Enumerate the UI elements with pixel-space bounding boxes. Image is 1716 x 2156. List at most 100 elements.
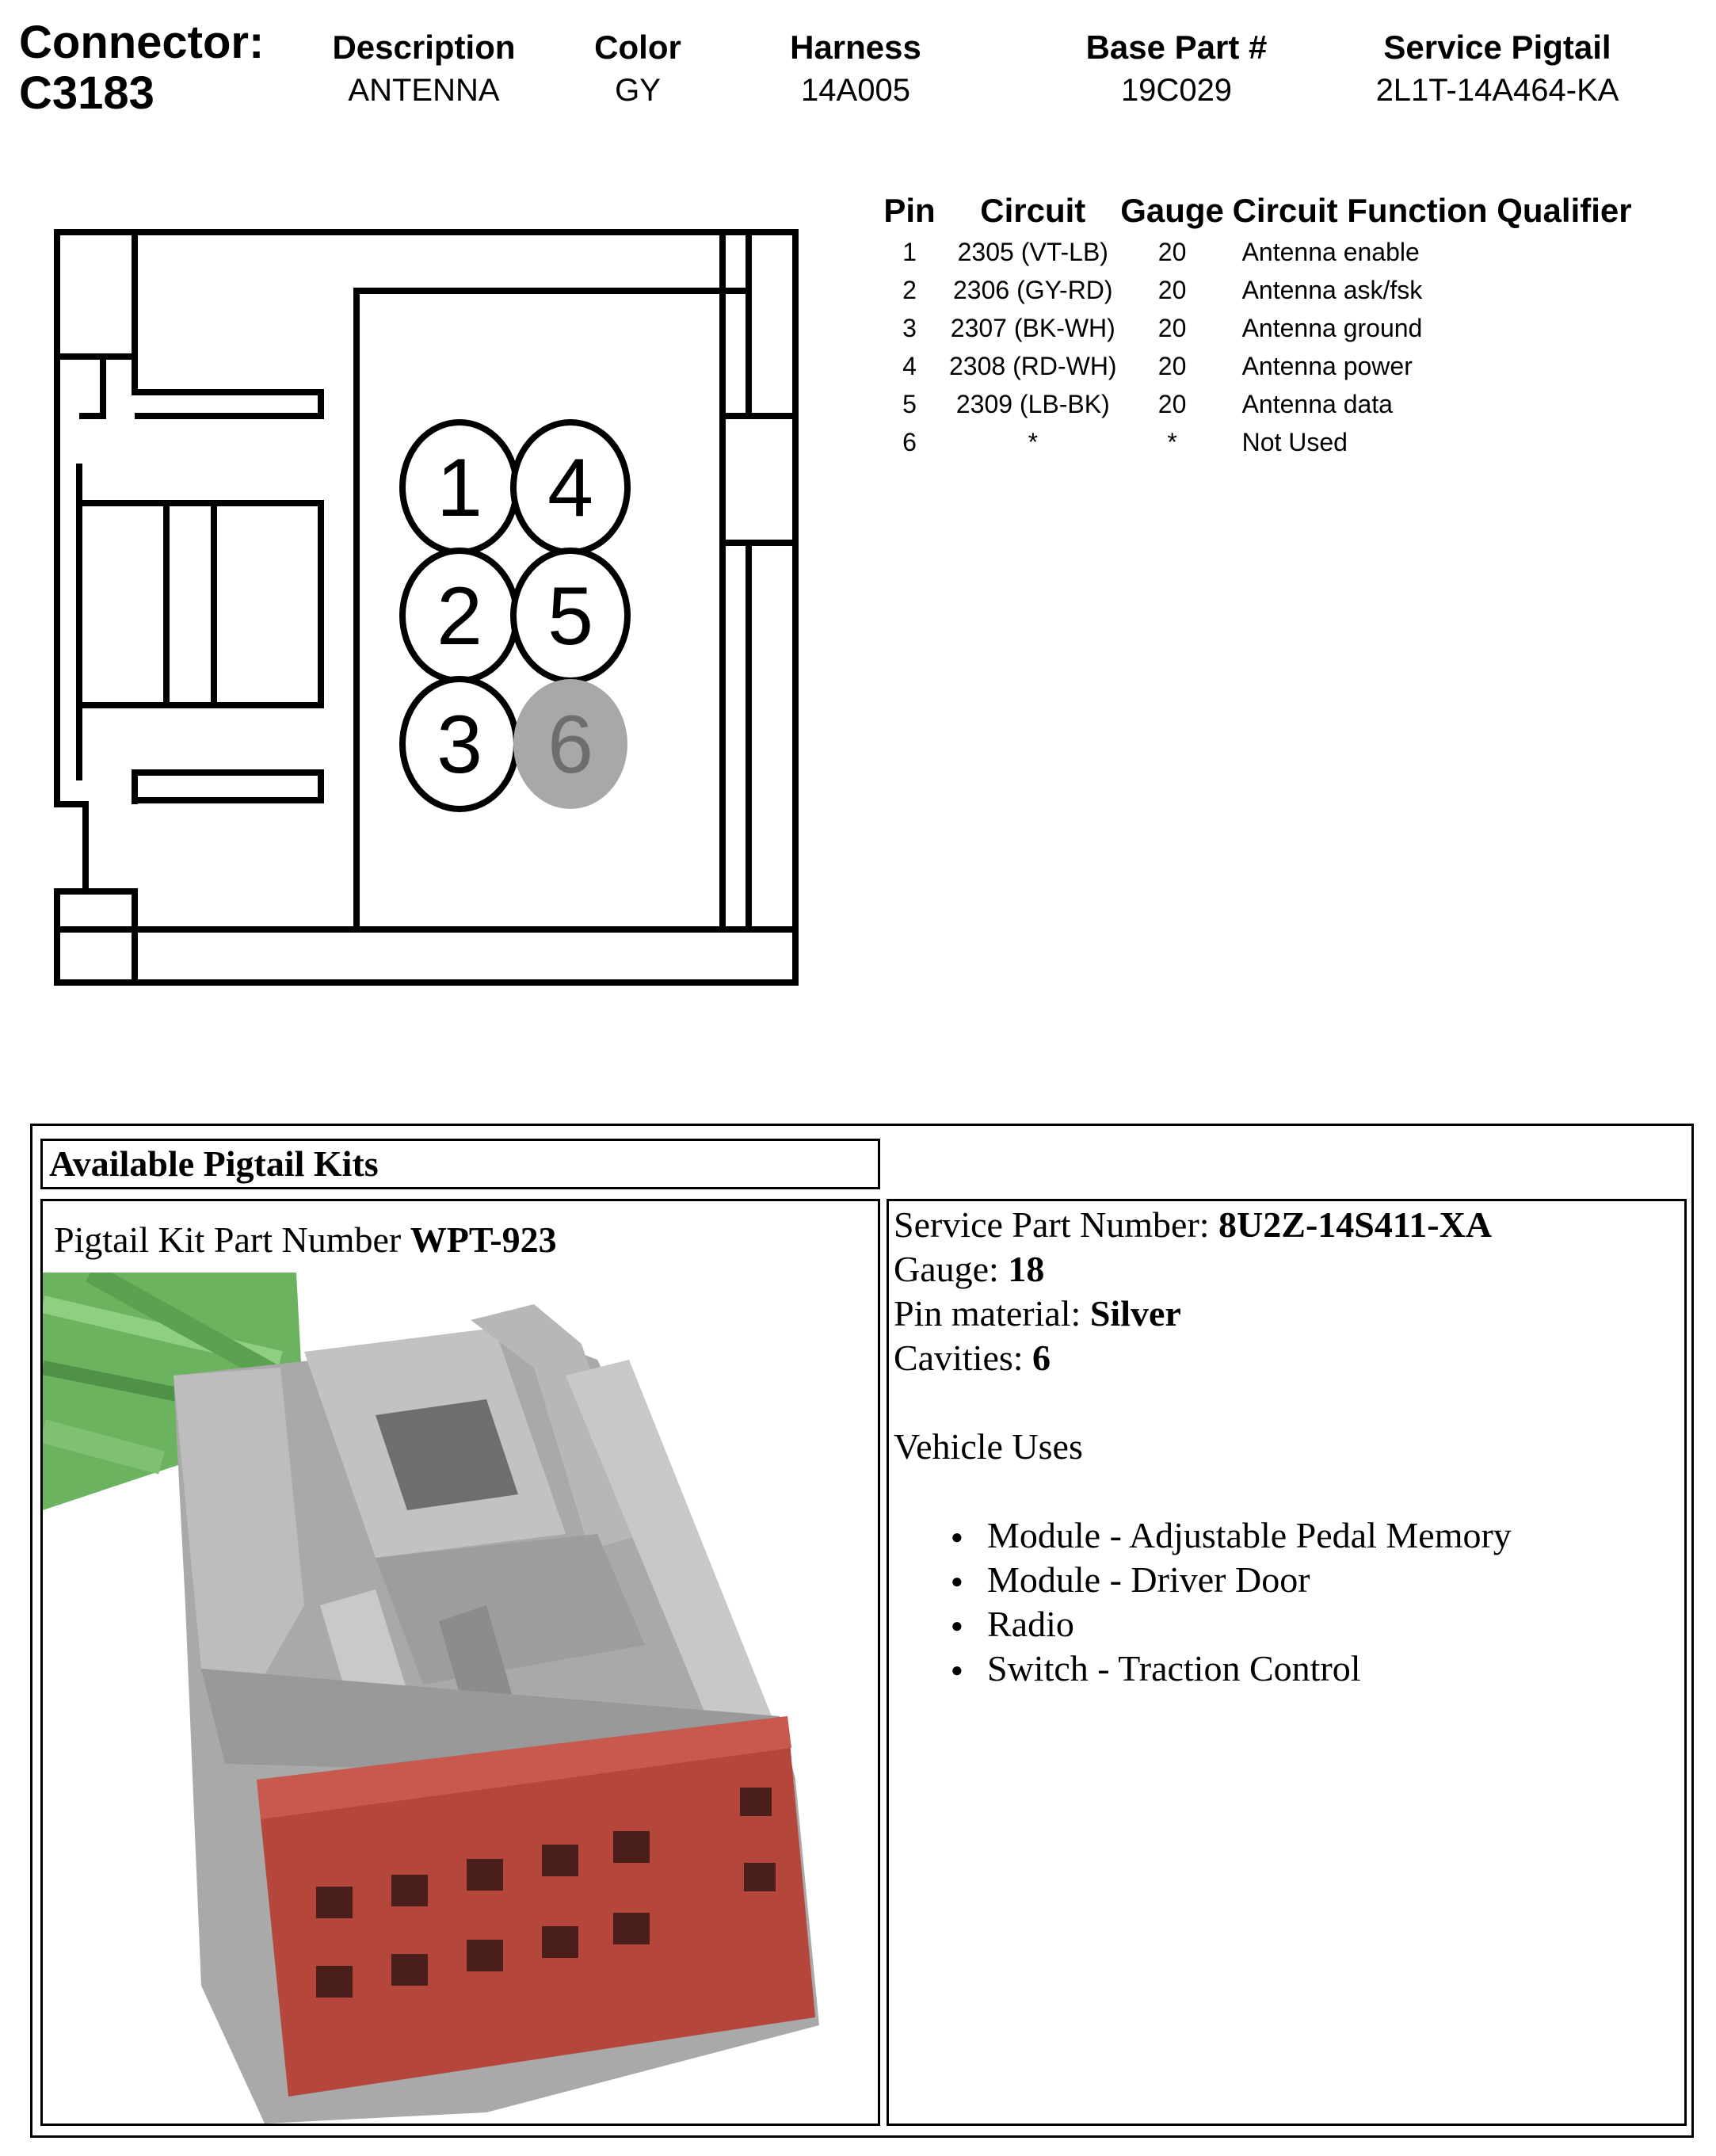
insert-cavity	[740, 1788, 772, 1816]
insert-cavity	[391, 1875, 428, 1906]
table-row: 3 2307 (BK-WH) 20 Antenna ground	[870, 309, 1632, 347]
header-value: 19C029	[1120, 73, 1233, 108]
list-item: Module - Driver Door	[951, 1558, 1684, 1604]
spec-cavities: Cavities: 6	[894, 1336, 1684, 1380]
cell-function: Antenna ground	[1241, 313, 1423, 342]
cell-pin: 2	[902, 275, 917, 304]
header-heading: Base Part #	[1085, 29, 1268, 66]
insert-cavity	[613, 1831, 650, 1863]
header-service-pigtail: Service Pigtail 2L1T-14A464-KA	[1347, 27, 1648, 113]
side-rail-box	[79, 500, 324, 708]
pigtail-kit-table: Available Pigtail Kits Pigtail Kit Part …	[30, 1124, 1694, 2138]
side-block-upper	[57, 353, 106, 419]
list-item: Radio	[951, 1602, 1684, 1648]
header-base-part: Base Part # 19C029	[1062, 27, 1291, 113]
header-harness: Harness 14A005	[768, 27, 943, 113]
spec-value: 18	[1008, 1249, 1045, 1289]
cell-pin: 1	[902, 237, 917, 266]
spec-gauge: Gauge: 18	[894, 1247, 1684, 1292]
col-circuit: Circuit	[980, 192, 1086, 229]
header-value: 2L1T-14A464-KA	[1375, 73, 1619, 108]
header-value: 14A005	[801, 73, 910, 108]
spec-value: 8U2Z-14S411-XA	[1218, 1204, 1493, 1245]
header-color: Color GY	[578, 27, 697, 113]
table-row: 2 2306 (GY-RD) 20 Antenna ask/fsk	[870, 271, 1632, 309]
insert-cavity	[316, 1887, 353, 1918]
kit-title: Available Pigtail Kits	[40, 1139, 880, 1189]
header-heading: Description	[332, 29, 516, 66]
pin-cavity-6	[513, 679, 627, 809]
insert-cavity	[613, 1913, 650, 1944]
cell-circuit: 2307 (BK-WH)	[950, 313, 1115, 342]
pin-number-4: 4	[547, 442, 593, 534]
cell-pin: 3	[902, 313, 917, 342]
table-row: 1 2305 (VT-LB) 20 Antenna enable	[870, 233, 1632, 271]
cell-gauge: 20	[1157, 313, 1187, 342]
col-pin: Pin	[883, 192, 936, 229]
cell-gauge: 20	[1157, 389, 1187, 418]
connector-insert	[257, 1716, 815, 2097]
insert-cavities	[316, 1788, 776, 1998]
spec-value: 6	[1032, 1337, 1051, 1378]
connector-label: Connector:	[19, 17, 265, 68]
latch-upper-arm	[132, 357, 324, 419]
table-row: 6 * * Not Used	[870, 423, 1632, 461]
cell-circuit: 2306 (GY-RD)	[953, 275, 1113, 304]
table-row: 5 2309 (LB-BK) 20 Antenna data	[870, 385, 1632, 423]
insert-cavity	[467, 1940, 503, 1971]
header-heading: Color	[594, 29, 681, 66]
spec-pin-material: Pin material: Silver	[894, 1292, 1684, 1336]
insert-cavity	[467, 1859, 503, 1891]
insert-cavity	[391, 1954, 428, 1986]
spec-value: Silver	[1089, 1293, 1181, 1334]
pin-table: Pin Circuit Gauge Circuit Function Quali…	[870, 189, 1632, 461]
pigtail-connector-photo	[43, 1273, 819, 2124]
cell-function: Antenna ask/fsk	[1241, 275, 1423, 304]
pin-table-header: Pin Circuit Gauge Circuit Function Quali…	[870, 189, 1632, 233]
spec-label: Gauge:	[894, 1249, 1009, 1289]
header-heading: Harness	[790, 29, 921, 66]
cell-gauge: 20	[1157, 351, 1187, 380]
cell-function: Antenna data	[1241, 389, 1393, 418]
kit-photo-cell: Pigtail Kit Part Number WPT-923	[40, 1199, 880, 2126]
pin-number-2: 2	[437, 570, 482, 662]
kit-part-number-value: WPT-923	[410, 1219, 557, 1260]
cell-function: Antenna power	[1241, 351, 1413, 380]
kit-part-number: Pigtail Kit Part Number WPT-923	[54, 1219, 557, 1261]
insert-cavity	[744, 1863, 776, 1891]
cell-gauge: 20	[1157, 275, 1187, 304]
insert-cavity	[542, 1845, 578, 1876]
header-value: ANTENNA	[348, 73, 500, 108]
vehicle-uses-title: Vehicle Uses	[894, 1426, 1083, 1467]
pin-number-3: 3	[437, 699, 482, 791]
side-rail-divider	[163, 503, 217, 705]
insert-cavity	[316, 1966, 353, 1998]
cell-circuit: 2308 (RD-WH)	[949, 351, 1117, 380]
spec-service-part-number: Service Part Number: 8U2Z-14S411-XA	[894, 1203, 1684, 1247]
cell-pin: 5	[902, 389, 917, 418]
spec-label: Pin material:	[894, 1293, 1090, 1334]
list-item: Switch - Traction Control	[951, 1647, 1684, 1692]
col-function: Circuit Function Qualifier	[1232, 192, 1632, 229]
kit-part-number-label: Pigtail Kit Part Number	[54, 1219, 410, 1260]
latch-lower-arm	[132, 769, 324, 804]
cell-pin: 4	[902, 351, 917, 380]
cell-function: Antenna enable	[1241, 237, 1420, 266]
cell-gauge: *	[1167, 427, 1177, 456]
cell-circuit: *	[1028, 427, 1039, 456]
header-description: Description ANTENNA	[325, 27, 523, 113]
pin-number-1: 1	[437, 442, 482, 534]
list-item: Module - Adjustable Pedal Memory	[951, 1513, 1684, 1559]
col-gauge: Gauge	[1120, 192, 1224, 229]
pin-number-5: 5	[547, 570, 593, 662]
connector-heading: Connector: C3183	[19, 17, 264, 119]
cell-circuit: 2309 (LB-BK)	[955, 389, 1110, 418]
kit-details-cell: Service Part Number: 8U2Z-14S411-XA Gaug…	[887, 1199, 1687, 2126]
right-tab	[719, 232, 795, 419]
vehicle-uses-list: Module - Adjustable Pedal Memory Module …	[894, 1513, 1684, 1692]
cell-circuit: 2305 (VT-LB)	[957, 237, 1108, 266]
connector-id: C3183	[19, 67, 154, 119]
pin-number-6: 6	[547, 699, 593, 791]
header-value: GY	[615, 73, 661, 108]
